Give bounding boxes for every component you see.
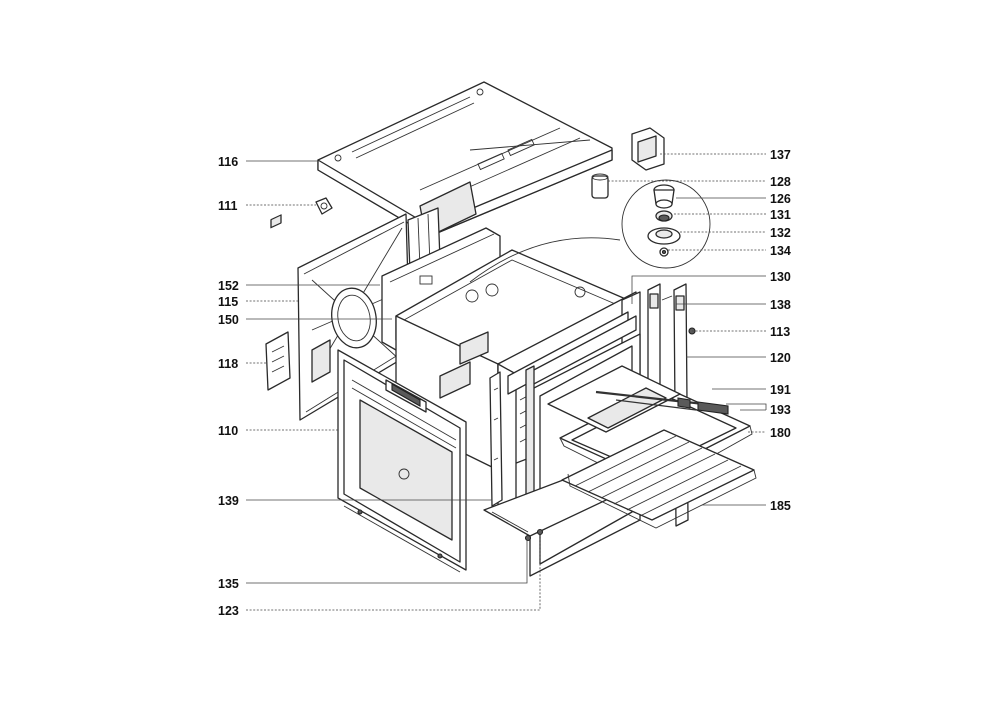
clip-part: [315, 197, 333, 215]
rotisserie-spit: [595, 390, 729, 415]
label-120: 120: [770, 351, 791, 365]
oven-door: [337, 349, 467, 573]
label-191: 191: [770, 383, 791, 397]
side-bracket: [265, 214, 291, 391]
label-152: 152: [218, 279, 239, 293]
label-193: 193: [770, 403, 791, 417]
wire-shelf: [561, 429, 757, 529]
door-hinge: [489, 371, 503, 507]
part-labels: 116 111 152 115 150 118 110 139 135 123 …: [218, 148, 791, 618]
label-111: 111: [218, 199, 238, 213]
label-115: 115: [218, 295, 238, 309]
label-180: 180: [770, 426, 791, 440]
label-110: 110: [218, 424, 238, 438]
label-135: 135: [218, 577, 239, 591]
label-118: 118: [218, 357, 238, 371]
label-131: 131: [770, 208, 791, 222]
label-126: 126: [770, 192, 791, 206]
label-128: 128: [770, 175, 791, 189]
label-138: 138: [770, 298, 791, 312]
label-130: 130: [770, 270, 791, 284]
label-134: 134: [770, 244, 791, 258]
label-185: 185: [770, 499, 791, 513]
top-bracket: [631, 127, 665, 171]
label-132: 132: [770, 226, 791, 240]
label-123: 123: [218, 604, 239, 618]
label-113: 113: [770, 325, 790, 339]
leader-lines: [246, 153, 767, 611]
top-cover-panel: [317, 81, 613, 239]
lamp-cover: [591, 173, 609, 199]
label-150: 150: [218, 313, 239, 327]
label-139: 139: [218, 494, 239, 508]
fan-motor-assembly: [621, 179, 711, 269]
label-116: 116: [218, 155, 238, 169]
label-137: 137: [770, 148, 791, 162]
